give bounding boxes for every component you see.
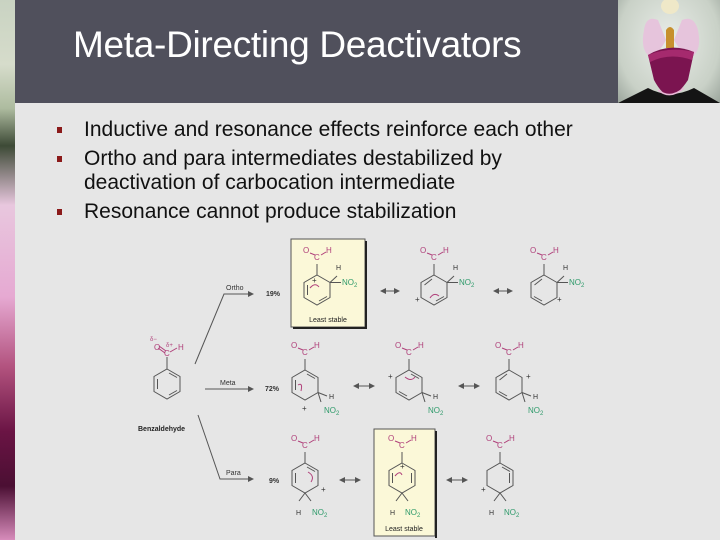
svg-text:H: H: [518, 341, 524, 350]
svg-text:+: +: [312, 276, 317, 285]
svg-text:C: C: [406, 348, 412, 357]
svg-text:+: +: [302, 404, 307, 413]
benzaldehyde-structure: [153, 345, 181, 400]
orchid-photo: [618, 0, 720, 103]
svg-text:C: C: [399, 441, 405, 450]
svg-text:NO2: NO2: [324, 406, 340, 417]
bullet-text: Inductive and resonance effects reinforc…: [84, 118, 573, 141]
bullet-text: Ortho and para intermediates destabilize…: [84, 147, 502, 194]
svg-text:O: O: [303, 246, 309, 255]
svg-text:H: H: [329, 394, 334, 401]
bullet-list: Inductive and resonance effects reinforc…: [57, 118, 697, 229]
benzaldehyde-label: Benzaldehyde: [138, 426, 185, 433]
bullet-item: Resonance cannot produce stabilization: [57, 200, 697, 224]
delta-minus-label: δ−: [150, 337, 157, 343]
least-stable-label: Least stable: [385, 526, 423, 533]
svg-text:C: C: [506, 348, 512, 357]
bullet-item: Ortho and para intermediates destabilize…: [57, 147, 594, 195]
ortho-intermediate-2: [420, 264, 458, 306]
least-stable-label: Least stable: [309, 317, 347, 324]
resonance-arrows: [339, 288, 513, 483]
para-intermediate-1: [291, 452, 319, 502]
meta-intermediate-2: [395, 359, 432, 403]
svg-text:H: H: [453, 265, 458, 272]
pathway-label-meta: Meta: [220, 380, 236, 387]
svg-text:C: C: [431, 253, 437, 262]
least-stable-box-ortho: [290, 238, 366, 328]
svg-text:H: H: [563, 265, 568, 272]
svg-text:O: O: [495, 341, 501, 350]
svg-text:+: +: [415, 295, 420, 304]
svg-text:H: H: [509, 434, 515, 443]
svg-text:NO2: NO2: [504, 508, 520, 519]
svg-text:H: H: [411, 434, 417, 443]
svg-text:O: O: [388, 434, 394, 443]
carbocation-charges: + + + + + + + + +: [302, 276, 562, 494]
svg-text:O: O: [486, 434, 492, 443]
decorative-orchid-strip: [0, 0, 15, 540]
ortho-intermediate-1: [303, 264, 341, 306]
bullet-text: Resonance cannot produce stabilization: [84, 200, 457, 223]
aldehyde-groups: OCH OCH OCH OCH OCH OCH OCH OCH OCH: [291, 246, 559, 450]
svg-text:NO2: NO2: [405, 508, 421, 519]
svg-text:NO2: NO2: [342, 278, 358, 289]
svg-text:H: H: [418, 341, 424, 350]
svg-text:H: H: [336, 265, 341, 272]
para-intermediate-3: [486, 452, 514, 502]
svg-text:O: O: [291, 341, 297, 350]
svg-text:O: O: [420, 246, 426, 255]
bullet-item: Inductive and resonance effects reinforc…: [57, 118, 697, 142]
svg-text:O: O: [395, 341, 401, 350]
meta-intermediate-1: [291, 359, 328, 403]
svg-text:O: O: [530, 246, 536, 255]
pathway-label-para: Para: [226, 470, 241, 477]
svg-text:C: C: [497, 441, 503, 450]
svg-text:H: H: [390, 510, 395, 517]
svg-text:H: H: [326, 246, 332, 255]
hydrogen-atom: H: [178, 343, 184, 352]
pathway-percent-meta: 72%: [265, 386, 280, 393]
svg-text:+: +: [400, 462, 405, 471]
bullet-marker-icon: [57, 127, 62, 133]
svg-text:H: H: [314, 341, 320, 350]
nitro-groups: NO2 NO2 NO2 NO2 NO2 NO2 NO2 NO2 NO2: [312, 278, 585, 519]
svg-text:H: H: [443, 246, 449, 255]
svg-text:C: C: [302, 348, 308, 357]
svg-text:+: +: [388, 372, 393, 381]
oxygen-atom: O: [154, 343, 160, 352]
svg-text:+: +: [321, 485, 326, 494]
svg-text:C: C: [541, 253, 547, 262]
svg-text:NO2: NO2: [569, 278, 585, 289]
svg-text:H: H: [314, 434, 320, 443]
svg-text:+: +: [557, 295, 562, 304]
svg-text:O: O: [291, 434, 297, 443]
svg-text:+: +: [481, 485, 486, 494]
svg-text:H: H: [533, 394, 538, 401]
svg-text:NO2: NO2: [528, 406, 544, 417]
carbon-atom: C: [164, 349, 170, 358]
ortho-intermediate-3: [530, 264, 568, 306]
title-bar: Meta-Directing Deactivators: [15, 0, 618, 103]
svg-text:C: C: [314, 253, 320, 262]
svg-text:H: H: [489, 510, 494, 517]
para-intermediate-2: [388, 452, 416, 502]
delta-plus-label: δ+: [166, 343, 173, 349]
bullet-marker-icon: [57, 156, 62, 162]
least-stable-box-para: [373, 428, 436, 537]
svg-text:NO2: NO2: [428, 406, 444, 417]
pathway-label-ortho: Ortho: [226, 285, 244, 292]
svg-text:C: C: [302, 441, 308, 450]
svg-text:H: H: [553, 246, 559, 255]
svg-text:+: +: [526, 372, 531, 381]
pathway-percent-para: 9%: [269, 478, 280, 485]
meta-intermediate-3: [495, 359, 532, 403]
bullet-marker-icon: [57, 209, 62, 215]
slide-title: Meta-Directing Deactivators: [73, 24, 522, 65]
hydrogen-labels: H H H H H H H H H: [296, 265, 568, 517]
svg-text:H: H: [296, 510, 301, 517]
svg-text:NO2: NO2: [312, 508, 328, 519]
pathway-percent-ortho: 19%: [266, 291, 281, 298]
svg-text:NO2: NO2: [459, 278, 475, 289]
svg-text:H: H: [433, 394, 438, 401]
